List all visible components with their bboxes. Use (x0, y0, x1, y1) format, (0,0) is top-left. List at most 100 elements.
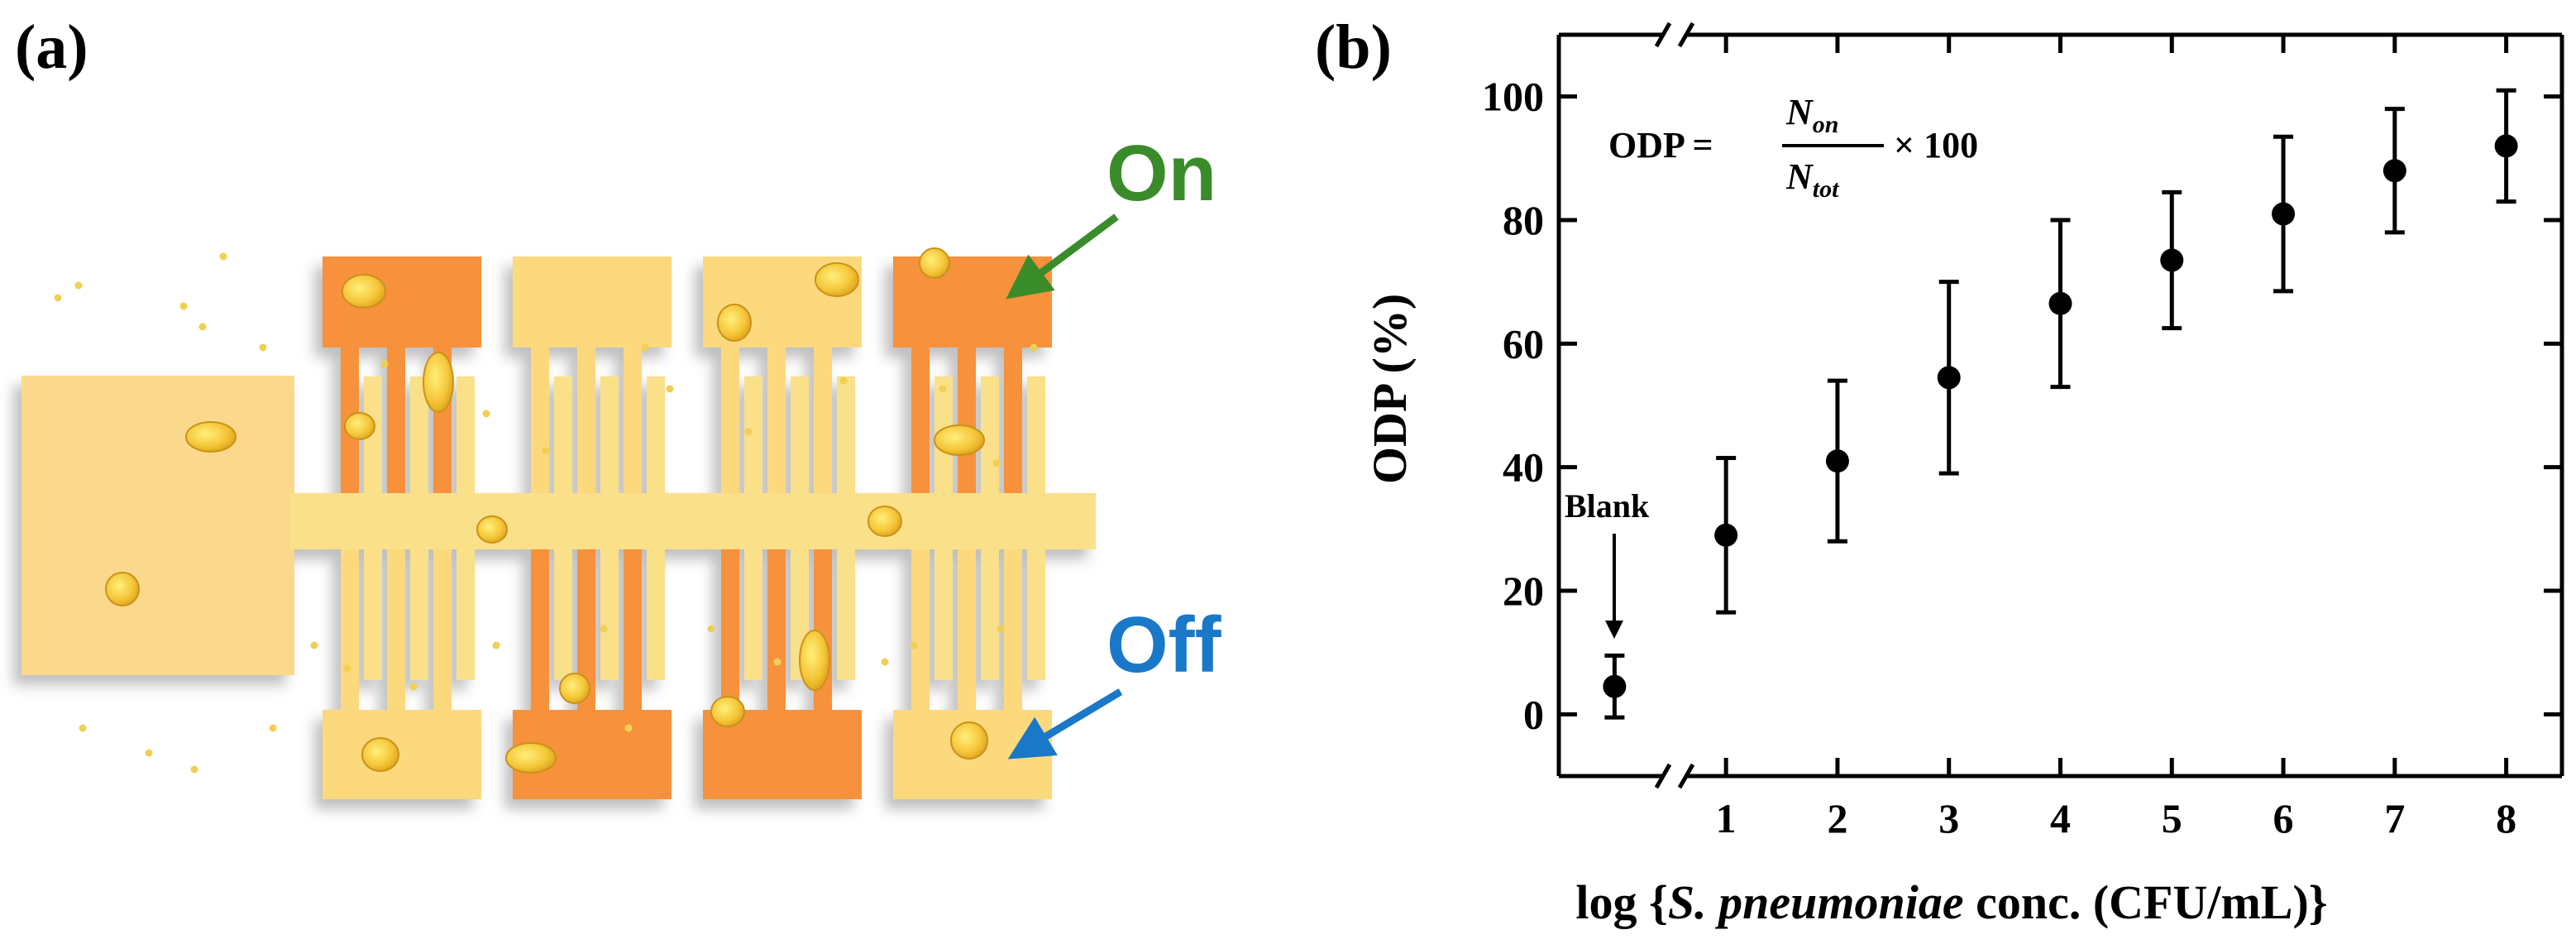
particle-speck (996, 625, 1005, 633)
bus-finger-up (554, 376, 572, 494)
cell-cluster (105, 572, 140, 606)
data-point (2272, 202, 2296, 226)
particle-speck (482, 410, 490, 418)
bus-finger-up (791, 376, 809, 494)
particle-speck (179, 302, 188, 310)
particle-speck (310, 641, 318, 649)
bus-finger-up (364, 376, 382, 494)
bus-finger-down (744, 548, 762, 680)
cell-cluster (342, 274, 386, 309)
data-point (1937, 366, 1961, 390)
bus-finger-up (1027, 376, 1045, 494)
formula-denominator: Ntot (1785, 156, 1840, 203)
cell-cluster (361, 737, 399, 772)
x-tick-label: 8 (2496, 795, 2516, 841)
particle-speck (190, 765, 198, 774)
top-electrode-pads (323, 256, 1052, 494)
particle-speck (79, 724, 87, 732)
top-finger (814, 346, 832, 493)
particle-speck (1030, 343, 1038, 352)
bottom-pad-1 (323, 710, 481, 799)
particle-speck (198, 323, 207, 331)
bottom-electrode-pads (323, 548, 1052, 799)
off-arrow-icon (1007, 688, 1123, 760)
bottom-finger (911, 549, 930, 712)
odp-formula: ODP = Non Ntot × 100 (1608, 92, 1978, 203)
data-points (1603, 134, 2518, 698)
bottom-finger (341, 549, 359, 712)
off-label: Off (1106, 601, 1222, 689)
formula-numerator: Non (1785, 92, 1838, 138)
bottom-finger (577, 549, 595, 712)
blank-arrow-icon (1605, 621, 1623, 639)
bus-finger-down (600, 548, 619, 680)
bottom-finger (721, 549, 739, 712)
bottom-finger (1004, 549, 1022, 712)
cell-cluster (799, 630, 830, 691)
panel-a-schematic: (a) On Off (15, 12, 1222, 799)
blank-point (1603, 674, 1627, 698)
axis-break-icon (1654, 22, 1672, 48)
y-tick-label: 80 (1503, 197, 1544, 243)
bacteria-particles (54, 247, 1038, 774)
bottom-finger (767, 549, 786, 712)
top-finger (767, 346, 786, 493)
central-bus (289, 493, 1096, 549)
bus-finger-down (364, 548, 382, 680)
data-point (1714, 523, 1738, 547)
particle-speck (939, 385, 947, 393)
error-bars (1604, 88, 2516, 720)
particle-speck (744, 428, 753, 436)
x-tick-label: 6 (2273, 795, 2294, 841)
particle-speck (409, 683, 418, 691)
bus-finger-down (981, 548, 999, 680)
particle-speck (54, 294, 62, 302)
particle-speck (992, 459, 1001, 467)
cell-cluster (476, 515, 508, 544)
cell-cluster (710, 696, 745, 727)
bus-finger-down (837, 548, 855, 680)
top-pad-4 (893, 256, 1052, 347)
particle-speck (74, 281, 83, 290)
top-finger (1004, 346, 1022, 493)
data-point (2494, 134, 2518, 158)
cell-cluster (344, 412, 375, 440)
top-finger (624, 346, 642, 493)
top-finger (911, 346, 930, 493)
particle-speck (910, 641, 918, 649)
y-tick-label: 20 (1503, 568, 1544, 614)
cell-cluster (934, 424, 985, 456)
x-tick-label: 3 (1938, 795, 1959, 841)
cell-cluster (815, 262, 859, 297)
bus-finger-up (744, 376, 762, 494)
particle-speck (259, 343, 267, 352)
electrode-chip (22, 256, 1096, 799)
bottom-finger (958, 549, 976, 712)
top-finger (958, 346, 976, 493)
formula-rhs: × 100 (1894, 125, 1978, 165)
particle-speck (542, 447, 550, 455)
top-finger (387, 346, 405, 493)
bottom-finger (387, 549, 405, 712)
y-tick-label: 0 (1523, 691, 1544, 737)
particle-speck (839, 376, 848, 385)
blank-label: Blank (1565, 487, 1650, 525)
bus-finger-up (410, 376, 428, 494)
particle-speck (881, 658, 889, 666)
bus-finger-up (600, 376, 619, 494)
cell-cluster (867, 506, 902, 537)
particle-speck (666, 385, 674, 393)
bus-finger-down (456, 548, 475, 680)
x-axis-label: log {S. pneumoniae conc. (CFU/mL)} (1575, 875, 2327, 929)
cell-cluster (423, 352, 454, 413)
cell-cluster (559, 673, 590, 704)
axis-break-icon (1677, 22, 1695, 48)
bus-finger-up (647, 376, 665, 494)
bus-finger-down (934, 548, 953, 680)
on-label: On (1106, 129, 1216, 218)
y-tick-label: 40 (1503, 444, 1544, 491)
particle-speck (343, 664, 351, 673)
